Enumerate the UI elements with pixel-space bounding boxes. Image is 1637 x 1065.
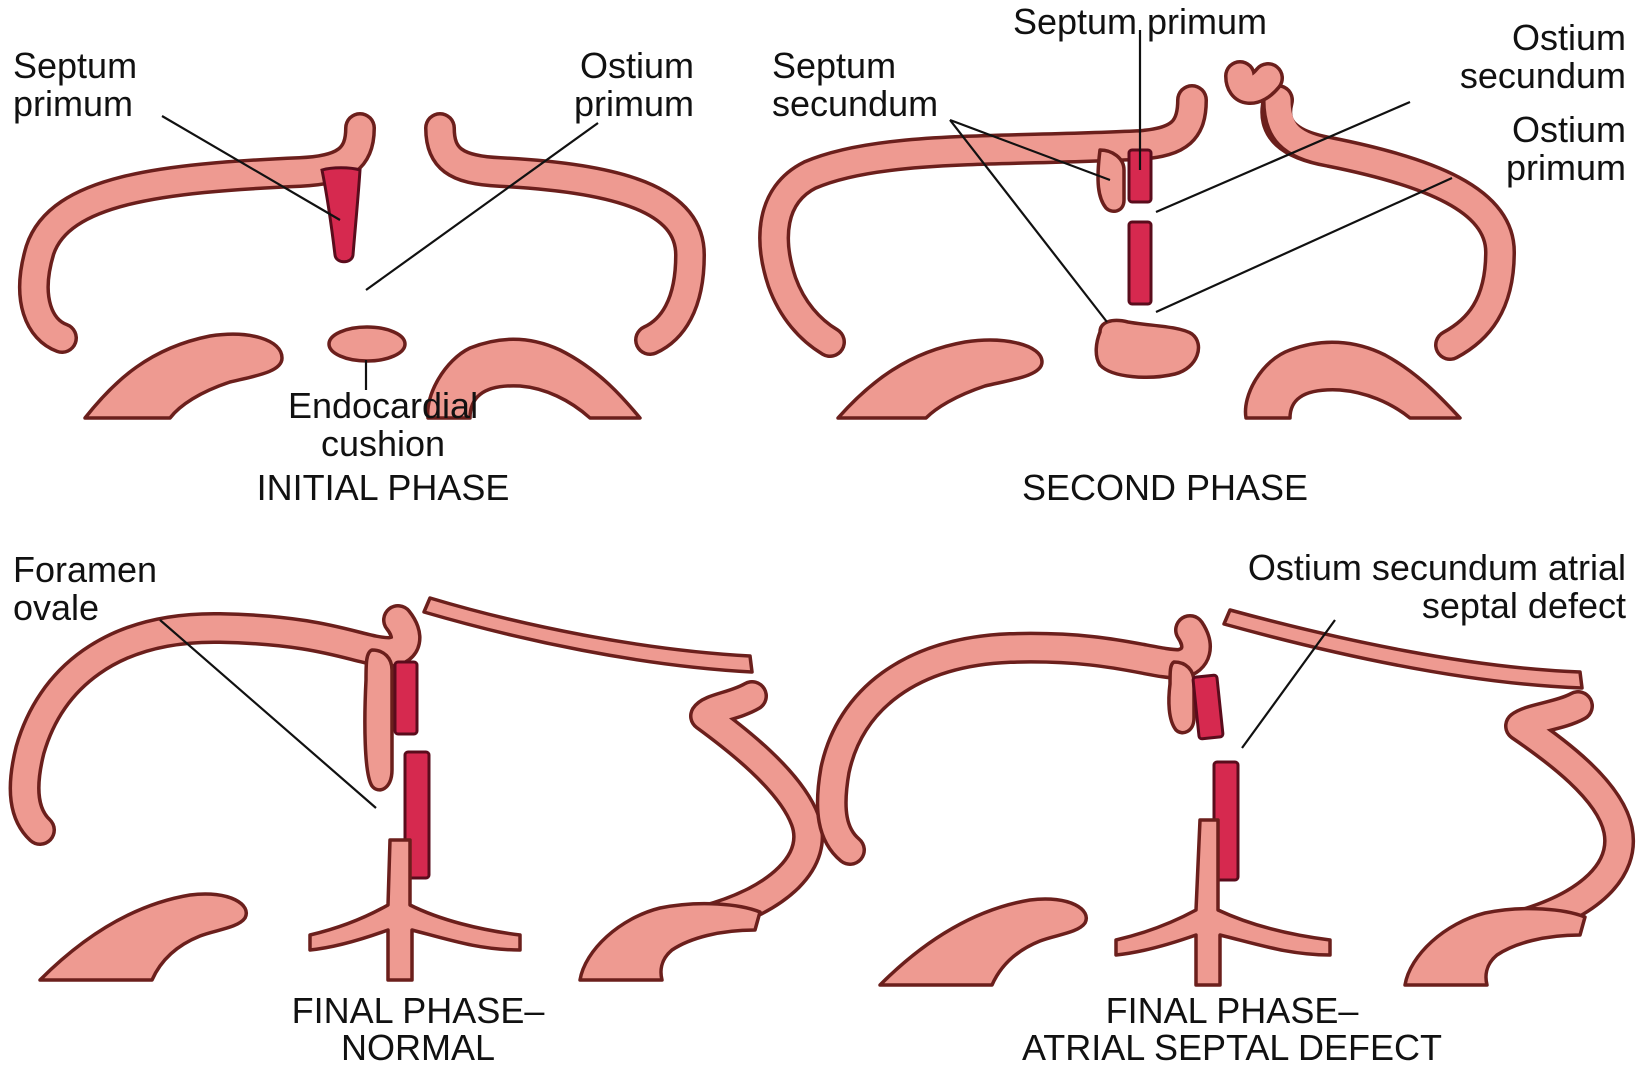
label-second-ostium-primum-2: primum (1506, 147, 1626, 188)
normal-right-atrial-lateral-wall (705, 696, 808, 920)
caption-initial-phase: INITIAL PHASE (257, 467, 510, 508)
leader-initial-ostium-primum (366, 123, 598, 290)
caption-final-normal-1: FINAL PHASE– (292, 990, 545, 1031)
second-septum-secundum-shape (1098, 150, 1124, 211)
caption-second-phase: SECOND PHASE (1022, 467, 1308, 508)
label-initial-septum-primum-1: Septum (13, 45, 137, 86)
second-left-atrial-wall (774, 100, 1192, 342)
leader-second-ostium-primum (1156, 178, 1452, 312)
initial-left-atrial-wall (34, 128, 360, 338)
normal-right-ventricular-wall (580, 904, 760, 980)
second-left-ventricular-wall (838, 340, 1042, 418)
panel-second-phase: Septum primum Septum secundum Ostium sec… (772, 1, 1626, 508)
second-right-ventricular-wall (1245, 342, 1460, 418)
label-initial-ostium-primum-2: primum (574, 83, 694, 124)
initial-septum-primum-shape (322, 168, 360, 262)
panel-final-asd: Ostium secundum atrial septal defect FIN… (832, 547, 1626, 1065)
label-second-septum-secundum-2: secundum (772, 83, 938, 124)
second-endocardial-cushion-shape (1096, 320, 1198, 377)
label-initial-endocardial-1: Endocardial (288, 385, 478, 426)
caption-final-asd-2: ATRIAL SEPTAL DEFECT (1022, 1027, 1442, 1065)
initial-endocardial-cushion-shape (329, 327, 405, 361)
label-second-ostium-primum-1: Ostium (1512, 109, 1626, 150)
second-septum-primum-lower (1129, 222, 1151, 304)
second-top-stub (1240, 76, 1268, 89)
label-initial-ostium-primum-1: Ostium (580, 45, 694, 86)
second-right-atrial-wall (1276, 100, 1500, 345)
label-asd-2: septal defect (1422, 585, 1626, 626)
normal-right-atrial-top-wall (424, 598, 752, 672)
label-asd-1: Ostium secundum atrial (1248, 547, 1626, 588)
normal-septum-primum-upper (395, 662, 417, 734)
initial-left-ventricular-wall (85, 334, 282, 418)
caption-final-asd-1: FINAL PHASE– (1106, 990, 1359, 1031)
asd-right-ventricular-wall (1405, 909, 1585, 985)
initial-right-atrial-wall (440, 128, 690, 340)
panel-final-normal: Foramen ovale FINAL PHASE– NORMAL (13, 549, 808, 1065)
label-second-ostium-secundum-1: Ostium (1512, 17, 1626, 58)
asd-septum-secundum-shape (1169, 662, 1194, 733)
normal-left-atrial-wall (25, 620, 406, 830)
label-second-septum-primum: Septum primum (1013, 1, 1267, 42)
label-second-septum-secundum-1: Septum (772, 45, 896, 86)
label-normal-foramen-ovale-2: ovale (13, 587, 99, 628)
normal-left-ventricular-wall (40, 894, 246, 980)
normal-septum-secundum-shape (365, 650, 392, 790)
label-initial-endocardial-2: cushion (321, 423, 445, 464)
label-normal-foramen-ovale-1: Foramen (13, 549, 157, 590)
asd-right-atrial-lateral-wall (1520, 706, 1619, 925)
label-second-ostium-secundum-2: secundum (1460, 55, 1626, 96)
panel-initial-phase: Septum primum Ostium primum Endocardial … (13, 45, 694, 508)
caption-final-normal-2: NORMAL (341, 1027, 495, 1065)
label-initial-septum-primum-2: primum (13, 83, 133, 124)
asd-septum-primum-upper (1193, 675, 1223, 739)
asd-left-atrial-wall (832, 630, 1196, 850)
asd-left-ventricular-wall (880, 899, 1086, 985)
